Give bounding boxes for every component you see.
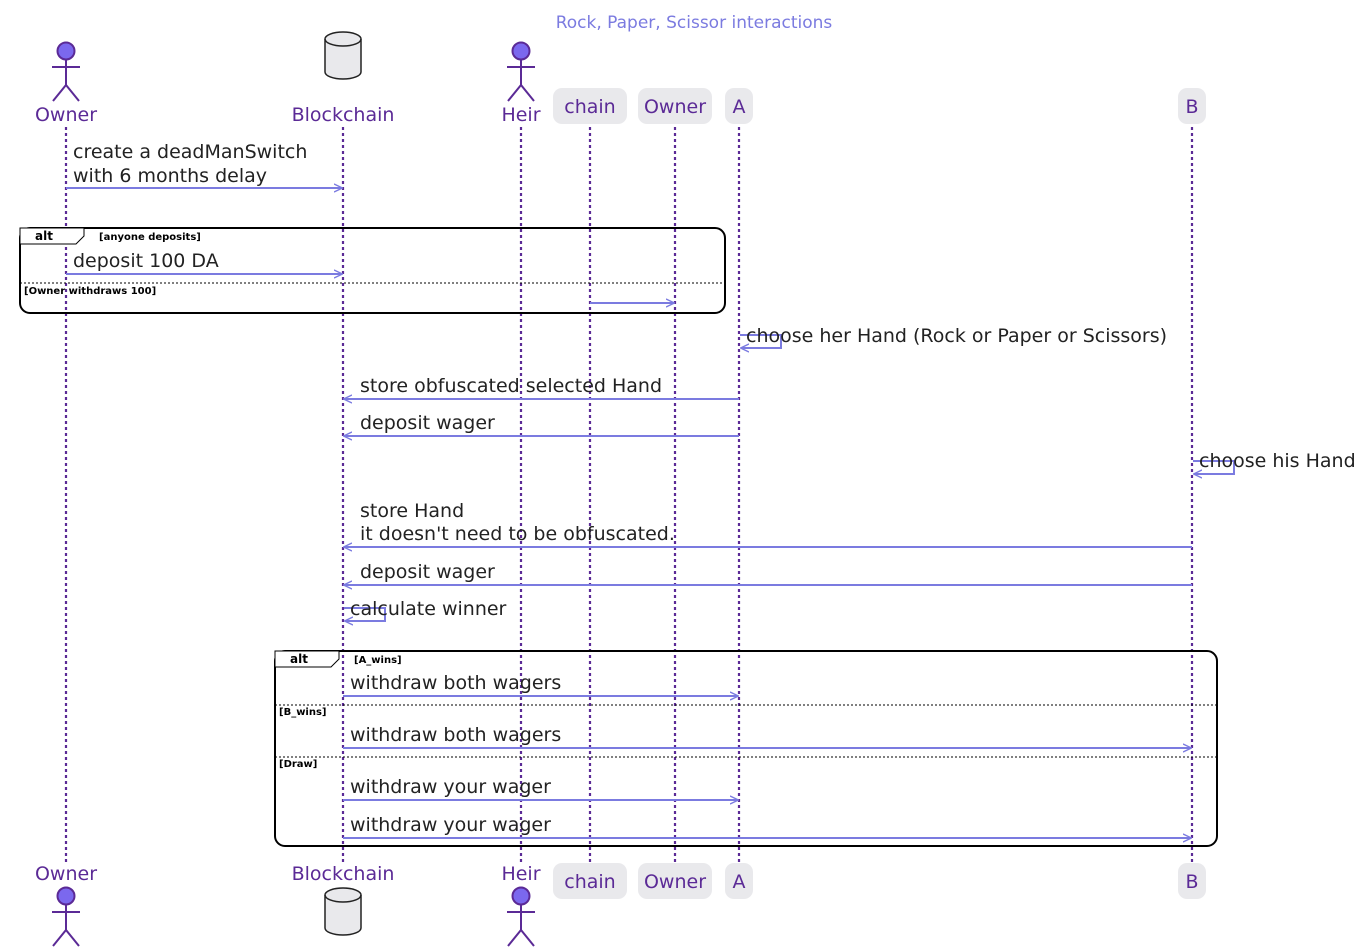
database-body — [324, 887, 362, 936]
actor-legs — [52, 928, 80, 947]
participant-label: B — [1185, 96, 1198, 118]
fragment-keyword: alt — [35, 229, 53, 243]
participant-box: A — [725, 88, 753, 124]
message: deposit wager — [344, 412, 739, 436]
participant-label: Owner — [35, 104, 97, 126]
message-label: choose her Hand (Rock or Paper or Scisso… — [746, 325, 1167, 347]
participant-box-bg — [1178, 88, 1206, 124]
actor-head-icon — [56, 41, 76, 61]
message: withdraw both wagers — [343, 672, 738, 696]
message: choose his Hand — [1193, 450, 1356, 474]
message: calculate winner — [344, 598, 507, 621]
participants-top: Owner Blockchain Heir chain Owner A B — [35, 31, 1206, 126]
message-label: withdraw your wager — [350, 776, 551, 798]
participant-label: Blockchain — [292, 863, 395, 885]
participant-box-bg — [638, 863, 712, 899]
participant-box: chain — [553, 88, 627, 124]
alt-fragment: alt [A_wins] [B_wins] [Draw] — [274, 650, 1218, 847]
message: deposit wager — [344, 561, 1192, 585]
participant-box-bg — [638, 88, 712, 124]
fragment-condition: [Owner withdraws 100] — [24, 286, 156, 297]
fragment-label-tab — [274, 650, 340, 668]
database-rim — [324, 38, 362, 47]
message: create a deadManSwitch with 6 months del… — [66, 141, 342, 188]
message: store obfuscated selected Hand — [344, 375, 739, 399]
participant-label: Owner — [644, 96, 706, 118]
database-rim — [324, 894, 362, 903]
actor-heir: Heir — [501, 41, 541, 126]
message-label: choose his Hand — [1199, 450, 1356, 472]
participant-box-bg — [1178, 863, 1206, 899]
diagram-title: Rock, Paper, Scissor interactions — [556, 13, 833, 33]
message-label: deposit 100 DA — [73, 250, 219, 272]
participants-bottom: Owner Blockchain Heir chain Owner A B — [35, 863, 1206, 947]
fragments: alt [anyone deposits] [Owner withdraws 100… — [19, 227, 1218, 847]
message: store Hand it doesn't need to be obfusca… — [344, 500, 1192, 547]
participant-box-bg — [725, 88, 753, 124]
fragment-frame — [19, 227, 726, 314]
lifelines — [64, 127, 1194, 862]
message-label: withdraw both wagers — [350, 724, 561, 746]
message-label: withdraw your wager — [350, 814, 551, 836]
participant-label: chain — [564, 96, 615, 118]
message-label: store Hand — [360, 500, 464, 522]
self-message-arrow — [740, 334, 782, 348]
fragment-condition: [anyone deposits] — [99, 232, 201, 243]
participant-box: B — [1178, 863, 1206, 899]
fragment-frame — [274, 650, 1218, 847]
message-label: deposit wager — [360, 561, 495, 583]
actor-head-icon — [56, 886, 76, 906]
participant-label: chain — [564, 871, 615, 893]
participant-label: Heir — [501, 863, 540, 885]
message-label: withdraw both wagers — [350, 672, 561, 694]
participant-label: B — [1185, 871, 1198, 893]
actor-legs — [52, 83, 80, 102]
fragment-condition: [B_wins] — [279, 707, 327, 718]
actor-legs — [507, 83, 535, 102]
participant-box: B — [1178, 88, 1206, 124]
participant-box-bg — [725, 863, 753, 899]
database-icon: Blockchain — [292, 31, 395, 126]
message: deposit 100 DA — [66, 250, 342, 274]
participant-box: Owner — [638, 88, 712, 124]
actor-legs — [507, 928, 535, 947]
alt-fragment: alt [anyone deposits] [Owner withdraws 100… — [19, 227, 726, 314]
fragment-label-tab — [19, 227, 85, 245]
participant-box-bg — [553, 863, 627, 899]
message: choose her Hand (Rock or Paper or Scisso… — [740, 325, 1167, 348]
participant-label: Owner — [644, 871, 706, 893]
actor-head-icon — [511, 886, 531, 906]
message-label: with 6 months delay — [73, 165, 267, 187]
participant-label: Blockchain — [292, 104, 395, 126]
participant-box: Owner — [638, 863, 712, 899]
message-label: deposit wager — [360, 412, 495, 434]
database-body — [324, 31, 362, 80]
messages: create a deadManSwitch with 6 months del… — [66, 141, 1356, 838]
self-message-arrow — [1193, 460, 1235, 474]
participant-label: A — [733, 871, 746, 893]
actor-heir: Heir — [501, 863, 541, 947]
actor-owner1: Owner — [35, 863, 97, 947]
self-message-arrow — [344, 607, 386, 621]
participant-box: A — [725, 863, 753, 899]
message: withdraw your wager — [343, 776, 738, 800]
message-label: calculate winner — [350, 598, 507, 620]
actor-head-icon — [511, 41, 531, 61]
participant-label: Owner — [35, 863, 97, 885]
message-label: create a deadManSwitch — [73, 141, 307, 163]
fragment-condition: [A_wins] — [354, 655, 402, 666]
participant-label: Heir — [501, 104, 540, 126]
actor-owner1: Owner — [35, 41, 97, 126]
message: withdraw your wager — [343, 814, 1191, 838]
message-label: store obfuscated selected Hand — [360, 375, 662, 397]
fragment-keyword: alt — [290, 652, 308, 666]
message-label: it doesn't need to be obfuscated. — [360, 523, 675, 545]
participant-box: chain — [553, 863, 627, 899]
participant-box-bg — [553, 88, 627, 124]
participant-label: A — [733, 96, 746, 118]
fragment-condition: [Draw] — [279, 759, 317, 770]
message: withdraw both wagers — [343, 724, 1191, 748]
database-icon: Blockchain — [292, 863, 395, 936]
